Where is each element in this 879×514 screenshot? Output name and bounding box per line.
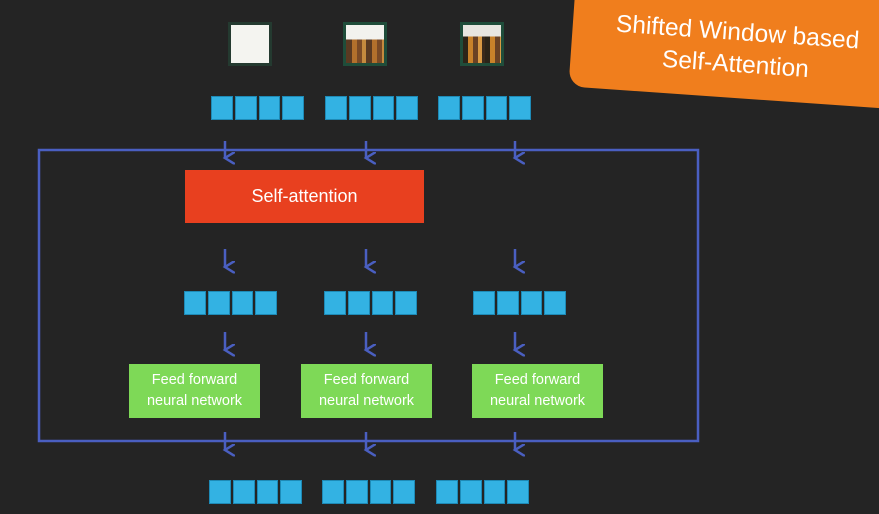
- output-token-vector: [209, 480, 302, 504]
- ffn-label-line1: Feed forward: [494, 372, 581, 388]
- output-token-vector: [436, 480, 529, 504]
- input-token-vector: [211, 96, 304, 120]
- attention-output-vector: [473, 291, 566, 315]
- input-token-vector: [325, 96, 418, 120]
- attention-output-vector: [184, 291, 277, 315]
- ffn-block: Feed forward neural network: [129, 364, 260, 418]
- output-token-vector: [322, 480, 415, 504]
- attention-output-vector: [324, 291, 417, 315]
- ffn-label-line1: Feed forward: [323, 372, 410, 388]
- encoder-block-outline: [37, 148, 700, 443]
- self-attention-label: Self-attention: [251, 186, 358, 206]
- image-patch-dome: [460, 22, 504, 66]
- image-patch-blank: [228, 22, 272, 66]
- self-attention-block: Self-attention: [185, 170, 424, 223]
- ffn-label-line1: Feed forward: [151, 372, 238, 388]
- ffn-label-line2: neural network: [489, 393, 586, 409]
- ffn-block: Feed forward neural network: [301, 364, 432, 418]
- ffn-label-line2: neural network: [318, 393, 415, 409]
- image-patch-dome: [343, 22, 387, 66]
- ffn-label-line2: neural network: [146, 393, 243, 409]
- input-token-vector: [438, 96, 531, 120]
- ffn-block: Feed forward neural network: [472, 364, 603, 418]
